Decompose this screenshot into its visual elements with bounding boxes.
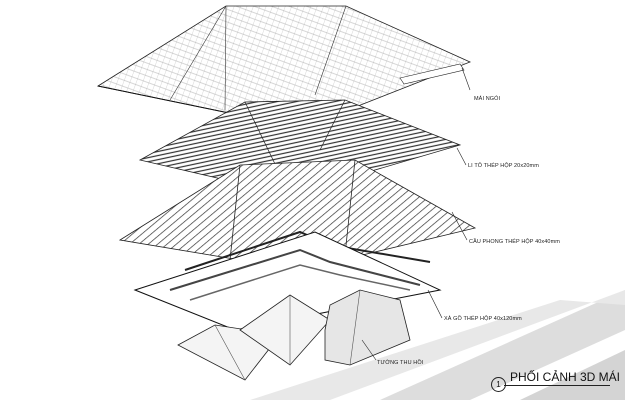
label-rafters: CẦU PHONG THÉP HỘP 40x40mm <box>469 239 560 245</box>
drawing-title: PHỐI CẢNH 3D MÁI <box>510 370 621 384</box>
roof-tile-layer <box>96 5 472 129</box>
leader-lines <box>361 67 471 361</box>
label-battens: LI TÔ THÉP HỘP 20x20mm <box>468 163 539 169</box>
title-underline <box>504 385 610 386</box>
ground-shadow <box>250 290 625 400</box>
drawing-number: 1 <box>491 377 506 392</box>
label-roof-tiles: MÁI NGÓI <box>474 96 501 102</box>
label-purlins: XÀ GỒ THÉP HỘP 40x120mm <box>444 316 522 322</box>
label-gable-wall: TƯỜNG THU HỒI <box>377 360 424 366</box>
gable-walls <box>177 289 411 381</box>
purlin-layer <box>133 231 442 331</box>
